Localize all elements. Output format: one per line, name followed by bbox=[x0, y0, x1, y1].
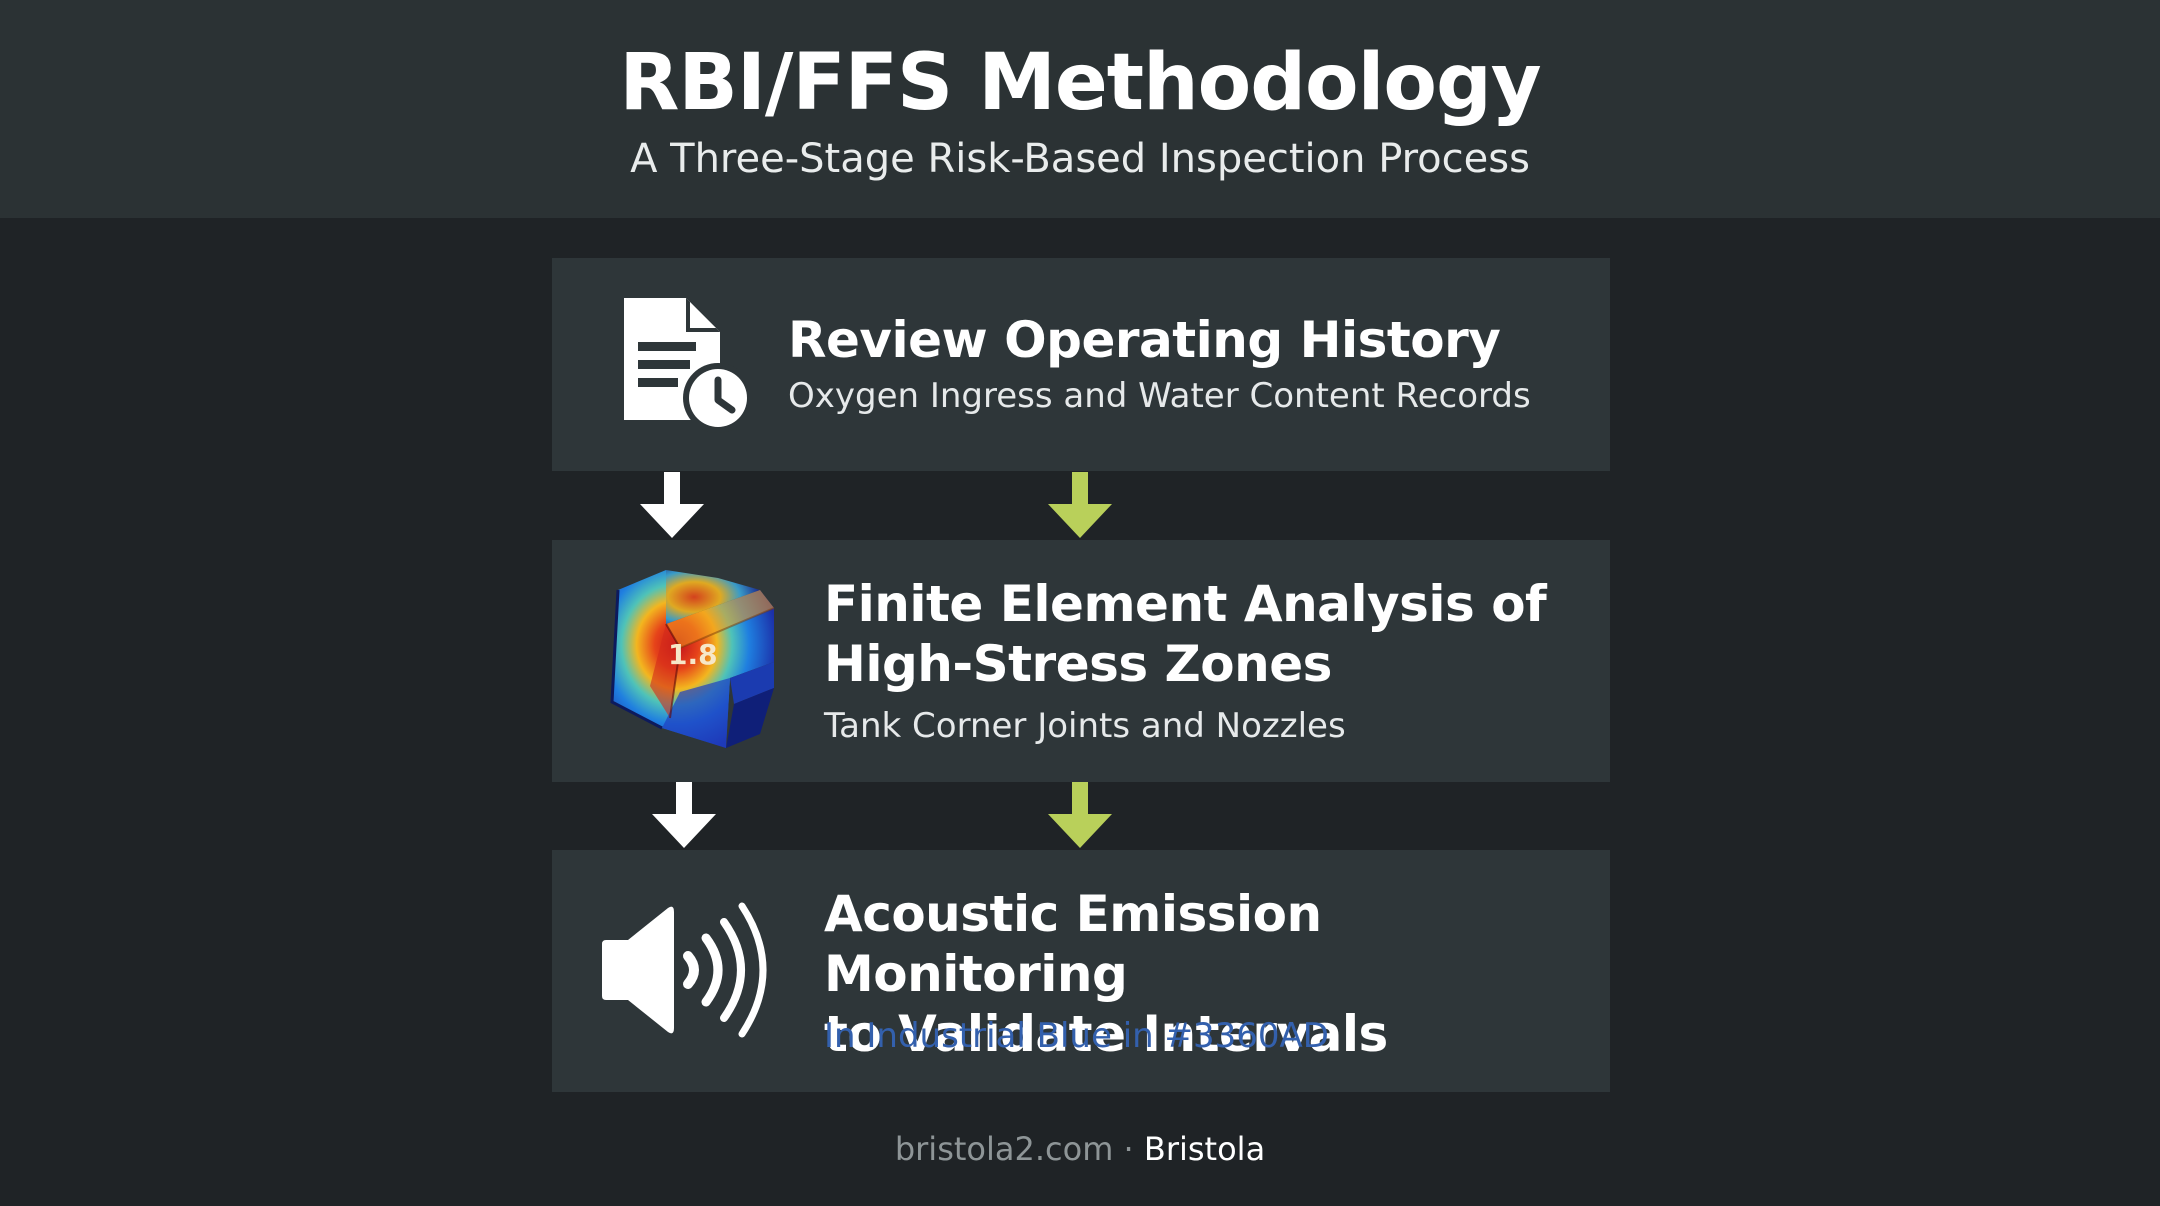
step-1-subtitle: Oxygen Ingress and Water Content Records bbox=[788, 376, 1531, 416]
arrow-down-icon bbox=[1048, 472, 1112, 538]
arrow-down-icon bbox=[640, 472, 704, 538]
step-2-title: Finite Element Analysis of High-Stress Z… bbox=[824, 574, 1594, 694]
footer-brand: Bristola bbox=[1143, 1130, 1266, 1168]
step-3-title-line-2: to Validate Intervals bbox=[824, 1005, 1388, 1063]
page-title: RBI/FFS Methodology bbox=[619, 38, 1541, 128]
header: RBI/FFS Methodology A Three-Stage Risk-B… bbox=[0, 0, 2160, 218]
step-1-title: Review Operating History bbox=[788, 311, 1501, 369]
step-review-operating-history: Review Operating History Oxygen Ingress … bbox=[552, 258, 1610, 471]
fea-stress-value: 1.8 bbox=[668, 638, 718, 671]
speaker-sound-icon bbox=[598, 900, 778, 1044]
step-2-title-line-1: Finite Element Analysis of bbox=[824, 575, 1547, 633]
step-acoustic-emission-monitoring: Acoustic Emission Monitoring to Validate… bbox=[552, 850, 1610, 1092]
arrow-down-icon bbox=[1048, 782, 1112, 848]
step-3-title-line-1: Acoustic Emission Monitoring bbox=[824, 885, 1322, 1003]
footer: bristola2.com · Bristola bbox=[0, 1130, 2160, 1168]
document-clock-icon bbox=[620, 294, 760, 438]
footer-site[interactable]: bristola2.com · bbox=[894, 1130, 1144, 1168]
step-2-subtitle: Tank Corner Joints and Nozzles bbox=[824, 706, 1346, 746]
arrow-down-icon bbox=[652, 782, 716, 848]
step-2-title-line-2: High-Stress Zones bbox=[824, 635, 1332, 693]
step-3-title: Acoustic Emission Monitoring to Validate… bbox=[824, 884, 1604, 1064]
step-finite-element-analysis: 1.8 Finite Element Analysis of High-Stre… bbox=[552, 540, 1610, 782]
step-3-subtitle: In Industrial Blue in #3360AD bbox=[824, 1016, 1329, 1056]
fea-stress-model-icon: 1.8 bbox=[610, 568, 780, 758]
page-subtitle: A Three-Stage Risk-Based Inspection Proc… bbox=[630, 136, 1530, 182]
